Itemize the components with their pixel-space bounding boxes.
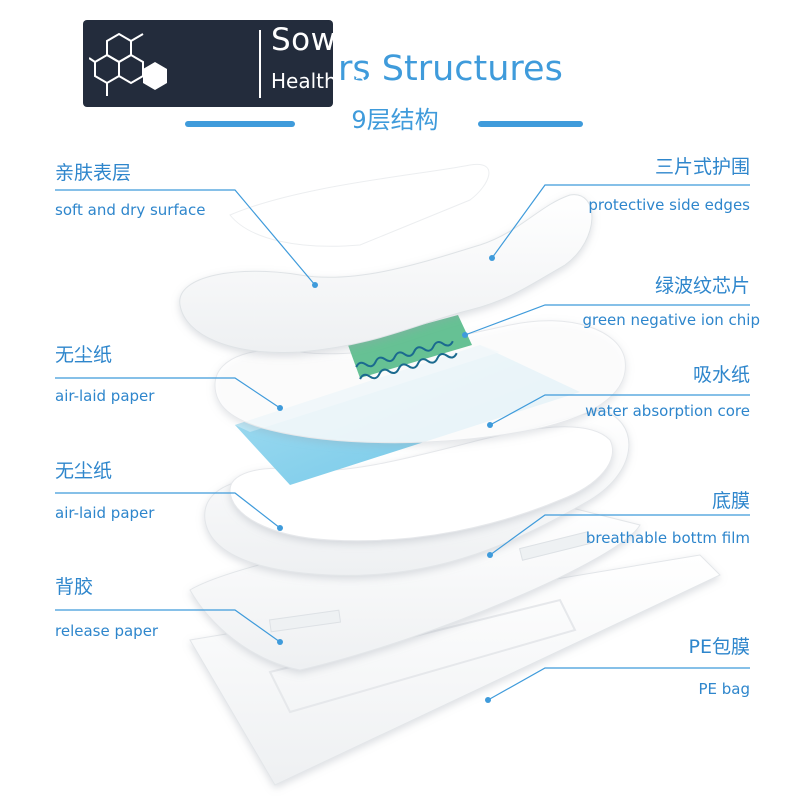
leader-lines [55,184,750,701]
leader-dots [277,255,495,703]
layer-label-cn: 底膜 [711,490,750,512]
brand-tagline: Health care [271,69,387,93]
airlaid-paper-layer-1 [214,320,626,444]
layer-label-cn: 无尘纸 [55,460,113,482]
title-underline-left [185,121,295,127]
page-subtitle: 9层结构 [351,106,439,134]
leader-dot [312,282,318,288]
leader-dot [487,422,493,428]
leader-line [489,514,750,556]
ion-chip-layer [348,315,472,380]
layer-label-en: water absorption core [585,402,750,420]
leader-dot [485,697,491,703]
layer-label-cn: 三片式护围 [654,156,750,178]
leader-dot [277,639,283,645]
leader-line [491,184,750,259]
leader-line [55,189,316,286]
layer-label-cn: 绿波纹芯片 [654,275,750,297]
leader-dot [489,255,495,261]
release-strip [518,531,592,561]
brand-logo: Sowin Health care [83,20,386,107]
title-underline-right [478,121,583,127]
side-edge-wing [229,163,490,247]
brand-name: Sowin [271,22,366,58]
layer-label-cn: 背胶 [55,576,94,598]
top-surface-layer [179,194,593,353]
leader-line [487,667,750,701]
leader-line [55,609,281,643]
pe-bag-seal [268,598,577,714]
leader-line [464,304,750,336]
layer-label-cn: 亲肤表层 [55,162,132,184]
layer-label-cn: 无尘纸 [55,344,113,366]
leader-dot [277,405,283,411]
release-strip [268,609,342,633]
layer-label-en: air-laid paper [55,504,155,522]
layer-label-en: soft and dry surface [55,201,206,219]
leader-dot [462,332,468,338]
hexagon-molecule-icon [89,32,167,96]
layer-label-en: green negative ion chip [582,311,760,329]
logo-divider [259,30,261,98]
layer-label-cn: 吸水纸 [692,364,750,386]
layer-label-en: air-laid paper [55,387,155,405]
leader-line [55,492,281,529]
layer-label-cn: PE包膜 [688,636,750,658]
leader-dot [277,525,283,531]
layer-label-en: protective side edges [588,196,750,214]
leader-dot [487,552,493,558]
layer-label-en: release paper [55,622,159,640]
layer-label-en: breathable bottm film [585,529,750,547]
leader-line [55,377,281,409]
layer-label-en: PE bag [698,680,750,698]
leader-line [489,394,750,426]
page-title: rs Structures [338,49,563,89]
